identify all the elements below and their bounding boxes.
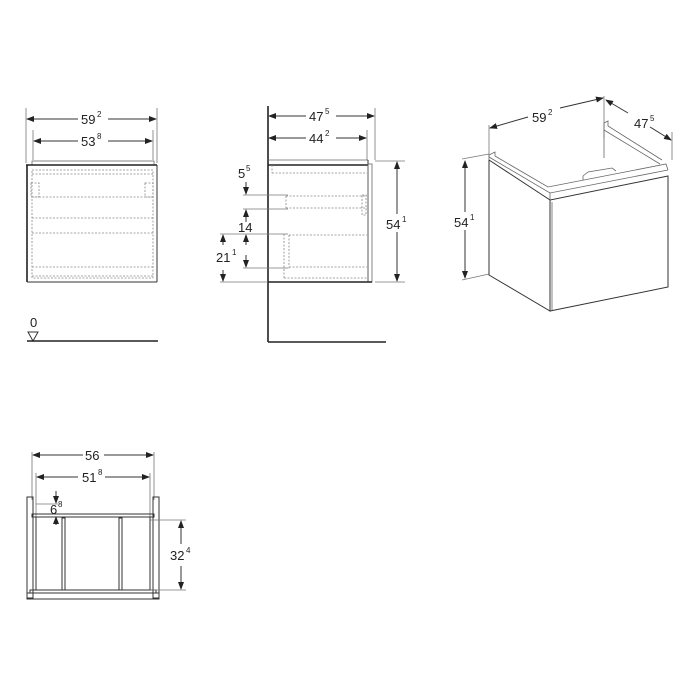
drawer-inner-height-label: 32 4 [170, 546, 191, 563]
front-inner-width-label: 53 8 [81, 132, 102, 149]
side-outer-depth-label: 47 5 [309, 107, 330, 124]
drawer-inner-width-label: 51 8 [82, 468, 103, 485]
svg-text:59: 59 [532, 110, 546, 125]
drawer-top-gap-label: 6 8 [50, 500, 63, 517]
svg-text:2: 2 [548, 108, 553, 117]
svg-text:8: 8 [98, 468, 103, 477]
iso-height-label: 54 1 [454, 213, 475, 230]
svg-text:44: 44 [309, 131, 323, 146]
side-inner-depth-label: 44 2 [309, 129, 330, 146]
svg-text:4: 4 [186, 546, 191, 555]
side-top-offset-label: 5 5 [238, 164, 251, 181]
svg-text:53: 53 [81, 134, 95, 149]
side-drawer-height-label: 21 1 [216, 248, 237, 265]
svg-text:59: 59 [81, 112, 95, 127]
svg-text:5: 5 [246, 164, 251, 173]
svg-text:2: 2 [97, 110, 102, 119]
svg-text:1: 1 [470, 213, 475, 222]
svg-text:47: 47 [309, 109, 323, 124]
svg-text:5: 5 [238, 166, 245, 181]
svg-text:1: 1 [232, 248, 237, 257]
svg-text:5: 5 [650, 114, 655, 123]
iso-width-label: 59 2 [532, 108, 553, 125]
svg-text:1: 1 [402, 215, 407, 224]
svg-text:8: 8 [97, 132, 102, 141]
svg-text:2: 2 [325, 129, 330, 138]
svg-text:8: 8 [58, 500, 63, 509]
svg-text:32: 32 [170, 548, 184, 563]
svg-text:54: 54 [386, 217, 400, 232]
side-height-label: 54 1 [386, 215, 407, 232]
front-view: 59 2 53 8 [25, 108, 158, 283]
isometric-view: 59 2 47 5 54 1 [454, 96, 673, 312]
drawer-view: 56 51 8 6 8 32 [26, 448, 191, 600]
floor-level-marker: 0 [27, 315, 158, 343]
svg-text:54: 54 [454, 215, 468, 230]
front-outer-width-label: 59 2 [81, 110, 102, 127]
side-view: 47 5 44 2 5 [216, 106, 407, 343]
svg-text:47: 47 [634, 116, 648, 131]
svg-text:6: 6 [50, 502, 57, 517]
iso-depth-label: 47 5 [634, 114, 655, 131]
drawer-outer-width-label: 56 [85, 448, 99, 463]
svg-text:51: 51 [82, 470, 96, 485]
side-gap-label: 14 [238, 220, 252, 235]
svg-text:21: 21 [216, 250, 230, 265]
svg-text:0: 0 [30, 315, 37, 330]
svg-text:5: 5 [325, 107, 330, 116]
